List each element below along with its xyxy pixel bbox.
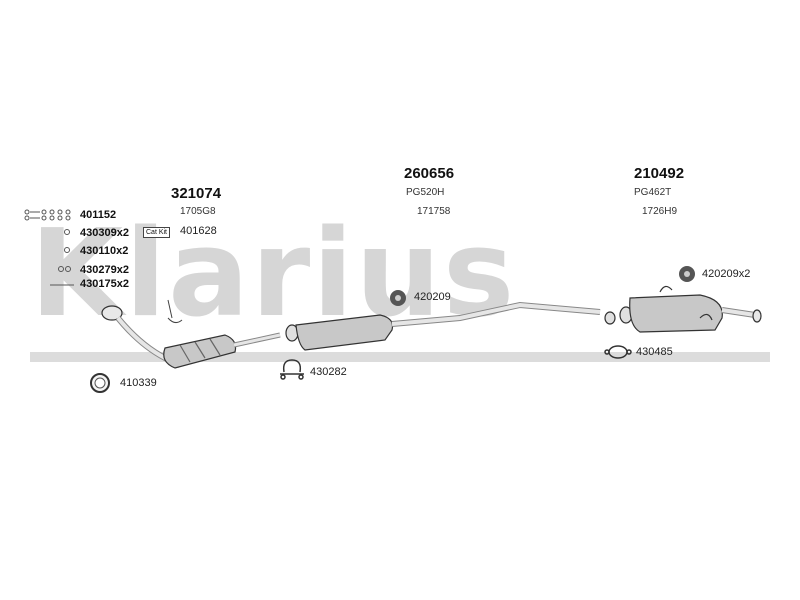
fitting-code-3: 430110x2 (80, 245, 129, 257)
cat-kit-ref: 401628 (180, 225, 217, 237)
rubber-mount-icon (390, 290, 406, 306)
assembly-rear-number: 210492 (634, 165, 685, 182)
callout-clamp: 430282 (310, 366, 347, 378)
assembly-front-ref: 1705G8 (180, 206, 216, 217)
fitting-code-4: 430279x2 (80, 264, 129, 276)
rear-silencer (619, 285, 762, 333)
ring-gasket-icon (90, 373, 110, 393)
assembly-middle-number: 260656 (404, 165, 455, 182)
assembly-rear-ref2: 1726H9 (642, 206, 678, 217)
assembly-rear-ref: PG462T (634, 187, 672, 198)
spring-washer-icon (58, 266, 71, 272)
middle-silencer (285, 301, 616, 351)
fitting-code-1: 401152 (80, 209, 117, 221)
callout-mount-rear: 420209x2 (702, 268, 751, 280)
assembly-middle-ref: PG520H (406, 187, 445, 198)
cat-kit-tag: Cat Kit (143, 227, 171, 238)
fitting-code-5: 430175x2 (80, 278, 129, 290)
bolt-set-icon (24, 209, 71, 221)
rubber-mount-rear-icon (679, 266, 695, 282)
assembly-middle-ref2: 171758 (417, 206, 451, 217)
fitting-code-2: 430309x2 (80, 227, 129, 239)
rear-clamp-icon (604, 345, 632, 359)
clamp-icon (280, 359, 304, 380)
fitting-icons (24, 209, 74, 286)
watermark-bar (30, 352, 770, 362)
front-pipe-catalyst (101, 305, 281, 369)
callout-mount: 420209 (414, 291, 451, 303)
lambda-sensor (167, 299, 183, 324)
assembly-front-number: 321074 (171, 185, 222, 202)
callout-rear-clamp: 430485 (636, 346, 673, 358)
callout-ring-gasket: 410339 (120, 377, 157, 389)
washer-icon (64, 247, 70, 253)
nut-icon (64, 229, 70, 235)
